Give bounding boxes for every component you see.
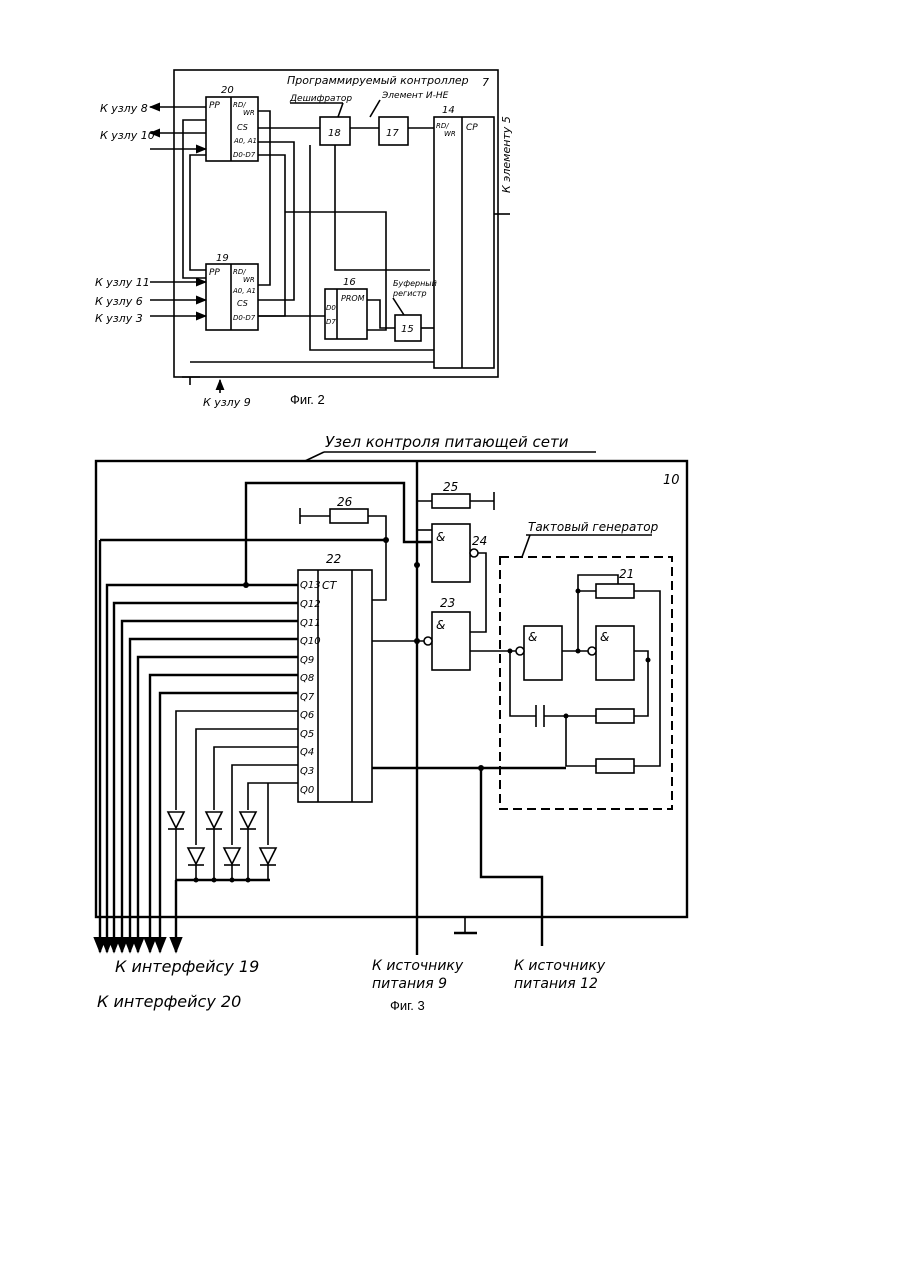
svg-text:16: 16 — [343, 277, 356, 288]
svg-text:Элемент И-НЕ: Элемент И-НЕ — [381, 91, 449, 101]
svg-text:Q4: Q4 — [300, 747, 314, 758]
buffer-register-15: 15 Буферный регистр — [392, 279, 437, 341]
svg-text:PP: PP — [209, 101, 220, 111]
svg-text:RD/: RD/ — [233, 268, 246, 276]
prom-16: 16 PROM D0 D7 — [325, 277, 367, 339]
svg-text:Q5: Q5 — [300, 729, 314, 740]
svg-text:RD/: RD/ — [233, 101, 246, 109]
svg-text:Q6: Q6 — [300, 710, 314, 721]
svg-text:PROM: PROM — [341, 294, 365, 303]
svg-text:22: 22 — [326, 552, 341, 566]
svg-text:15: 15 — [401, 324, 414, 335]
svg-text:25: 25 — [443, 480, 458, 494]
svg-text:WR: WR — [444, 130, 456, 138]
label-node-11: К узлу 11 — [95, 276, 150, 289]
svg-text:A0, A1: A0, A1 — [233, 137, 257, 145]
svg-text:регистр: регистр — [392, 289, 427, 298]
svg-text:PP: PP — [209, 268, 220, 278]
svg-text:18: 18 — [328, 128, 341, 139]
controller-title: Программируемый контроллер — [287, 74, 469, 87]
svg-text:WR: WR — [243, 276, 255, 284]
fig3-caption: Фиг. 3 — [390, 998, 425, 1013]
figure-2: Программируемый контроллер 7 20 PP RD/ W… — [95, 70, 513, 409]
fig2-caption: Фиг. 2 — [290, 392, 325, 407]
svg-text:Q12: Q12 — [300, 599, 321, 610]
label-source-12-line2: питания 12 — [514, 976, 598, 992]
svg-text:19: 19 — [216, 253, 229, 264]
svg-text:CP: CP — [466, 123, 478, 133]
svg-text:24: 24 — [472, 534, 487, 548]
counter-22: 22 CT Q13 Q12 Q11 Q10 Q9 Q8 Q7 Q6 Q5 Q4 … — [298, 552, 372, 802]
svg-text:Q0: Q0 — [300, 785, 314, 796]
svg-text:Q8: Q8 — [300, 673, 314, 684]
svg-text:Q11: Q11 — [300, 618, 321, 629]
label-node-9: К узлу 9 — [203, 396, 251, 409]
label-source-9-line1: К источнику — [372, 958, 464, 974]
clock-generator-21: Тактовый генератор 21 & & — [500, 520, 672, 809]
label-source-12-line1: К источнику — [514, 958, 606, 974]
svg-text:CS: CS — [237, 123, 248, 132]
figure-3: Узел контроля питающей сети 10 22 CT Q13… — [96, 433, 687, 1013]
svg-text:Q7: Q7 — [300, 692, 315, 703]
svg-text:Q10: Q10 — [300, 636, 321, 647]
block-20: 20 PP RD/ WR CS A0, A1 D0-D7 — [206, 85, 258, 161]
svg-text:D7: D7 — [326, 318, 336, 326]
controller-number: 7 — [482, 76, 489, 89]
power-monitor-number: 10 — [663, 473, 680, 488]
svg-text:Буферный: Буферный — [393, 279, 437, 288]
block-19: 19 PP RD/ WR A0, A1 CS D0-D7 — [206, 253, 258, 330]
svg-text:D0: D0 — [326, 304, 336, 312]
svg-text:Q3: Q3 — [300, 766, 314, 777]
cp-14: 14 RD/ WR CP — [434, 105, 494, 368]
svg-text:&: & — [528, 630, 537, 644]
svg-text:&: & — [600, 630, 609, 644]
svg-text:&: & — [436, 530, 445, 544]
svg-text:D0-D7: D0-D7 — [233, 151, 256, 159]
svg-text:17: 17 — [386, 128, 399, 139]
power-monitor-title: Узел контроля питающей сети — [325, 433, 569, 451]
label-interface-20: К интерфейсу 20 — [97, 992, 241, 1011]
svg-text:Тактовый генератор: Тактовый генератор — [528, 520, 659, 534]
label-interface-19: К интерфейсу 19 — [115, 957, 259, 976]
label-node-6: К узлу 6 — [95, 295, 143, 308]
svg-text:14: 14 — [442, 105, 455, 116]
svg-text:21: 21 — [619, 567, 634, 581]
svg-text:Q9: Q9 — [300, 655, 314, 666]
label-element-5: К элементу 5 — [500, 116, 513, 193]
label-node-8: К узлу 8 — [100, 102, 148, 115]
svg-text:RD/: RD/ — [436, 122, 449, 130]
svg-text:20: 20 — [221, 85, 234, 96]
svg-text:&: & — [436, 618, 445, 632]
nand-gate-23: & 23 — [424, 596, 470, 670]
svg-text:Q13: Q13 — [300, 580, 321, 591]
svg-text:26: 26 — [337, 495, 353, 509]
svg-text:A0, A1: A0, A1 — [232, 287, 256, 295]
label-node-10: К узлу 10 — [100, 129, 155, 142]
svg-text:WR: WR — [243, 109, 255, 117]
svg-text:23: 23 — [440, 596, 455, 610]
svg-text:CS: CS — [237, 299, 248, 308]
svg-text:CT: CT — [322, 579, 338, 592]
label-node-3: К узлу 3 — [95, 312, 143, 325]
label-source-9-line2: питания 9 — [372, 976, 447, 992]
svg-text:D0-D7: D0-D7 — [233, 314, 256, 322]
decoder-18: 18 Дешифратор — [289, 94, 352, 145]
resistor-25: 25 — [417, 480, 494, 530]
